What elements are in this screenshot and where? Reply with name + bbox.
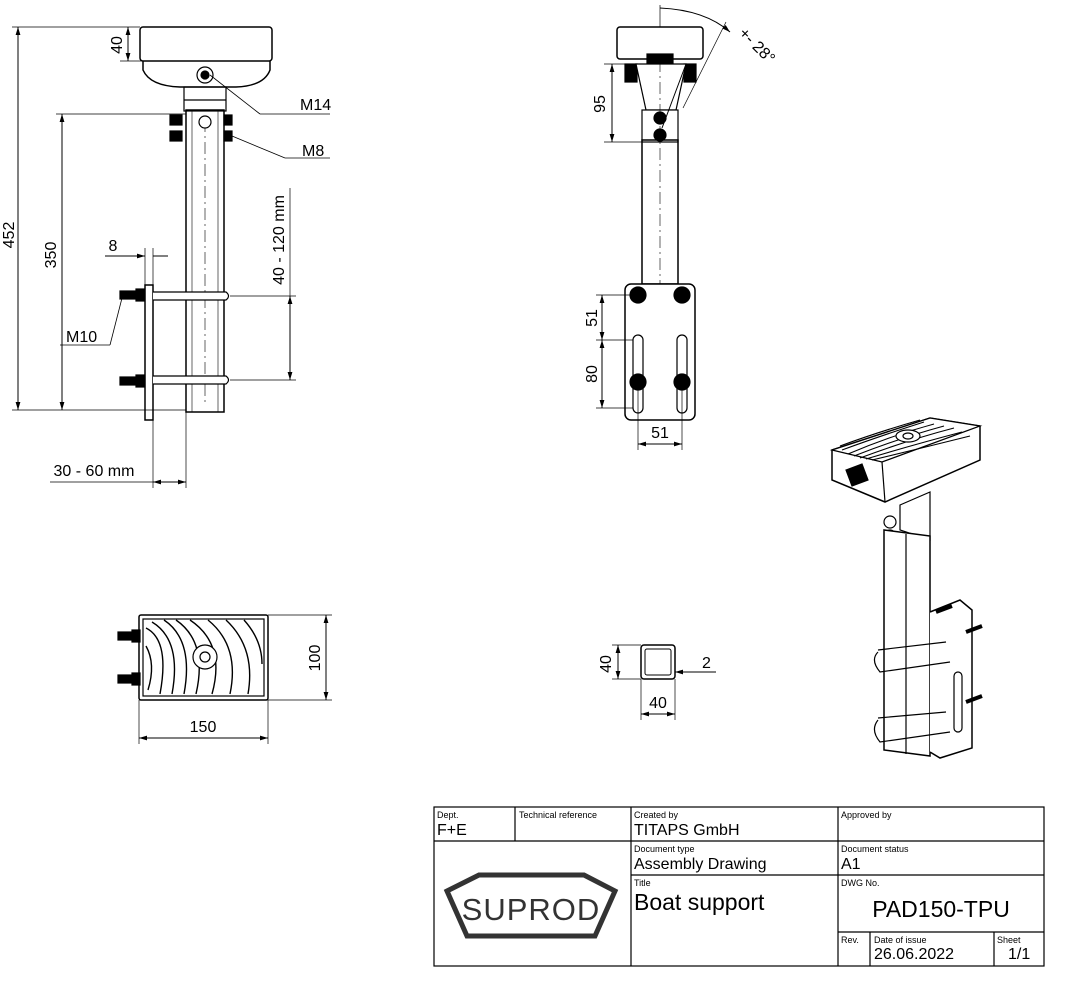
dept-caption: Dept. [437,810,459,820]
front-dim-clamp: 30 - 60 mm [54,463,135,480]
sheet-value: 1/1 [1008,946,1031,963]
top-dim-depth: 100 [307,645,324,672]
section-dim-w: 40 [649,695,667,712]
techref-caption: Technical reference [519,810,598,820]
doctype-caption: Document type [634,844,695,854]
side-dim-51h: 51 [651,425,669,442]
front-view [12,26,330,488]
title-value: Boat support [634,889,765,915]
top-view [117,614,332,744]
status-value: A1 [841,856,861,873]
front-dim-height: 350 [43,242,60,269]
top-dim-width: 150 [190,719,217,736]
side-view [596,5,731,450]
label-m8: M8 [302,143,324,160]
front-dim-plate: 8 [109,238,118,255]
approved-caption: Approved by [841,810,892,820]
isometric-view [829,417,983,759]
front-dim-upper: 40 [109,36,126,54]
side-dim-tilt: +- 28° [735,25,778,68]
section-view [612,644,716,720]
front-dim-total: 452 [1,222,18,249]
side-dim-51v: 51 [584,309,601,327]
suprod-logo: SUPROD [443,872,619,939]
section-dim-wall: 2 [702,655,711,672]
label-m10: M10 [66,329,97,346]
label-m14: M14 [300,97,331,114]
created-caption: Created by [634,810,679,820]
section-dim-h: 40 [598,655,615,673]
sheet-caption: Sheet [997,935,1021,945]
title-block-frame [433,806,1045,967]
dwg-value: PAD150-TPU [872,896,1010,922]
side-dim-95: 95 [592,95,609,113]
front-dim-adjust: 40 - 120 mm [271,195,288,285]
created-value: TITAPS GmbH [634,822,740,839]
date-value: 26.06.2022 [874,946,955,963]
side-dim-80: 80 [584,365,601,383]
title-caption: Title [634,878,651,888]
status-caption: Document status [841,844,909,854]
dwg-caption: DWG No. [841,878,880,888]
date-caption: Date of issue [874,935,927,945]
logo-text: SUPROD [462,892,601,927]
rev-caption: Rev. [841,935,859,945]
dept-value: F+E [437,822,467,839]
doctype-value: Assembly Drawing [634,856,767,873]
